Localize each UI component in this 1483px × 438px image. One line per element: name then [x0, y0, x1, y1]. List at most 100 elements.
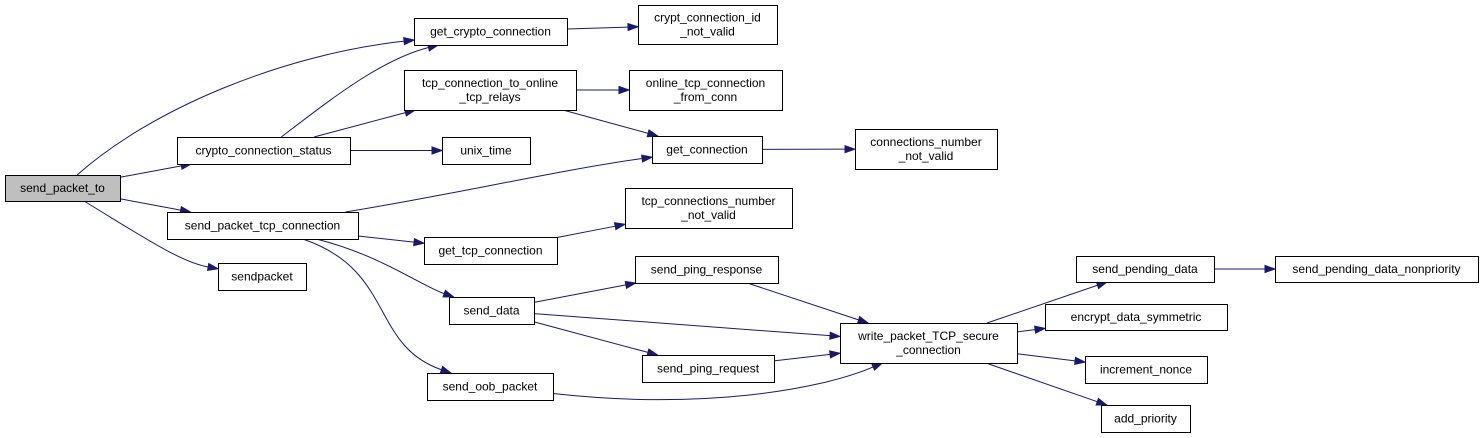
node-box	[629, 70, 783, 111]
node-box	[1085, 356, 1208, 384]
node-label: sendpacket	[231, 270, 293, 284]
node-tcp_connection_to_online_tcp_relays[interactable]: tcp_connection_to_online_tcp_relays	[404, 70, 577, 111]
node-label: online_tcp_connection	[646, 76, 765, 90]
node-label: send_oob_packet	[443, 380, 538, 394]
node-send_ping_response[interactable]: send_ping_response	[635, 256, 779, 284]
node-label: send_pending_data_nonpriority	[1292, 262, 1460, 276]
arrowhead-icon	[403, 37, 416, 46]
edge-line	[345, 158, 643, 213]
node-box	[1045, 304, 1228, 331]
node-crypt_connection_id_not_valid[interactable]: crypt_connection_id_not_valid	[638, 5, 778, 45]
node-label: _not_valid	[680, 208, 736, 222]
node-box	[642, 355, 775, 383]
node-label: connections_number	[870, 135, 981, 149]
node-increment_nonce[interactable]: increment_nonce	[1085, 356, 1208, 384]
node-encrypt_data_symmetric[interactable]: encrypt_data_symmetric	[1045, 304, 1228, 331]
edge-line	[986, 284, 1098, 324]
node-box	[167, 212, 359, 240]
edge-line	[1016, 353, 1076, 362]
call-graph-nodes: send_packet_toget_crypto_connectioncrypt…	[5, 5, 1479, 433]
edge-line	[1016, 329, 1036, 333]
node-unix_time[interactable]: unix_time	[442, 137, 531, 165]
node-label: add_priority	[1114, 412, 1177, 426]
edge-get_connection-to-connections_number_not_valid	[761, 144, 857, 154]
edge-line	[357, 235, 415, 243]
node-label: _from_conn	[673, 90, 737, 104]
edge-send_packet_to-to-sendpacket	[83, 200, 220, 272]
arrowhead-icon	[1095, 397, 1109, 406]
node-label: _not_valid	[898, 149, 954, 163]
node-label: send_data	[463, 304, 519, 318]
node-sendpacket[interactable]: sendpacket	[218, 263, 307, 291]
node-box	[1101, 405, 1191, 433]
node-send_pending_data[interactable]: send_pending_data	[1076, 256, 1215, 283]
node-connections_number_not_valid[interactable]: connections_number_not_valid	[855, 129, 998, 170]
node-write_packet_TCP_secure_connection[interactable]: write_packet_TCP_secure_connection	[840, 323, 1018, 364]
edge-get_tcp_connection-to-tcp_connections_number_not_valid	[556, 222, 627, 239]
arrowhead-icon	[1074, 356, 1087, 365]
node-send_data[interactable]: send_data	[449, 297, 535, 325]
arrowhead-icon	[646, 348, 660, 357]
edge-send_data-to-send_ping_response	[533, 280, 638, 303]
node-label: send_packet_tcp_connection	[185, 219, 340, 233]
edge-line	[316, 238, 445, 295]
node-box	[855, 129, 998, 170]
edge-send_packet_tcp_connection-to-send_data	[316, 238, 456, 298]
node-label: get_crypto_connection	[430, 25, 551, 39]
edge-line	[83, 200, 209, 268]
node-label: write_packet_TCP_secure	[857, 329, 999, 343]
arrowhead-icon	[646, 129, 660, 138]
edge-line	[313, 112, 406, 138]
node-get_crypto_connection[interactable]: get_crypto_connection	[414, 18, 568, 46]
node-label: tcp_connection_to_online	[422, 76, 558, 90]
node-label: send_packet_to	[20, 181, 105, 195]
edge-line	[76, 40, 405, 176]
edge-line	[302, 238, 442, 371]
node-box	[5, 175, 121, 202]
node-label: crypto_connection_status	[195, 144, 331, 158]
node-label: _not_valid	[679, 25, 735, 39]
node-send_packet_tcp_connection[interactable]: send_packet_tcp_connection	[167, 212, 359, 240]
edge-send_packet_tcp_connection-to-get_connection	[345, 154, 654, 213]
node-get_tcp_connection[interactable]: get_tcp_connection	[424, 237, 558, 265]
edge-line	[556, 225, 616, 239]
node-add_priority[interactable]: add_priority	[1101, 405, 1191, 433]
node-send_oob_packet[interactable]: send_oob_packet	[427, 373, 554, 401]
arrowhead-icon	[613, 222, 627, 231]
edge-line	[566, 26, 629, 30]
edge-send_data-to-send_ping_request	[533, 321, 660, 357]
arrowhead-icon	[431, 146, 444, 155]
node-label: _connection	[895, 343, 961, 357]
edge-send_packet_tcp_connection-to-get_tcp_connection	[357, 235, 426, 247]
node-tcp_connections_number_not_valid[interactable]: tcp_connections_number_not_valid	[625, 188, 793, 229]
node-get_connection[interactable]: get_connection	[652, 136, 763, 164]
edge-line	[985, 362, 1098, 403]
node-box	[638, 5, 778, 45]
node-box	[635, 256, 779, 284]
node-label: increment_nonce	[1100, 363, 1192, 377]
node-label: send_ping_response	[651, 263, 763, 277]
edge-tcp_connection_to_online_tcp_relays-to-online_tcp_connection_from_conn	[576, 85, 631, 95]
node-send_pending_data_nonpriority[interactable]: send_pending_data_nonpriority	[1275, 256, 1479, 283]
node-box	[424, 237, 558, 265]
edge-line	[119, 165, 182, 178]
node-box	[449, 297, 535, 325]
node-label: send_ping_request	[657, 362, 760, 376]
edge-send_ping_response-to-write_packet_TCP_secure_connection	[747, 282, 870, 324]
arrowhead-icon	[442, 289, 456, 298]
arrowhead-icon	[1034, 325, 1047, 334]
edge-send_packet_to-to-get_crypto_connection	[76, 37, 416, 176]
edge-line	[119, 198, 181, 211]
arrowhead-icon	[618, 85, 631, 95]
node-label: tcp_connections_number	[641, 194, 775, 208]
edge-crypto_connection_status-to-unix_time	[350, 146, 444, 155]
node-crypto_connection_status[interactable]: crypto_connection_status	[177, 137, 351, 165]
node-online_tcp_connection_from_conn[interactable]: online_tcp_connection_from_conn	[629, 70, 783, 111]
node-box	[427, 373, 554, 401]
edge-send_pending_data-to-send_pending_data_nonpriority	[1214, 264, 1277, 274]
node-label: send_pending_data	[1092, 262, 1198, 276]
node-box	[404, 70, 577, 111]
node-box	[414, 18, 568, 46]
node-send_packet_to[interactable]: send_packet_to	[5, 175, 121, 202]
node-send_ping_request[interactable]: send_ping_request	[642, 355, 775, 383]
